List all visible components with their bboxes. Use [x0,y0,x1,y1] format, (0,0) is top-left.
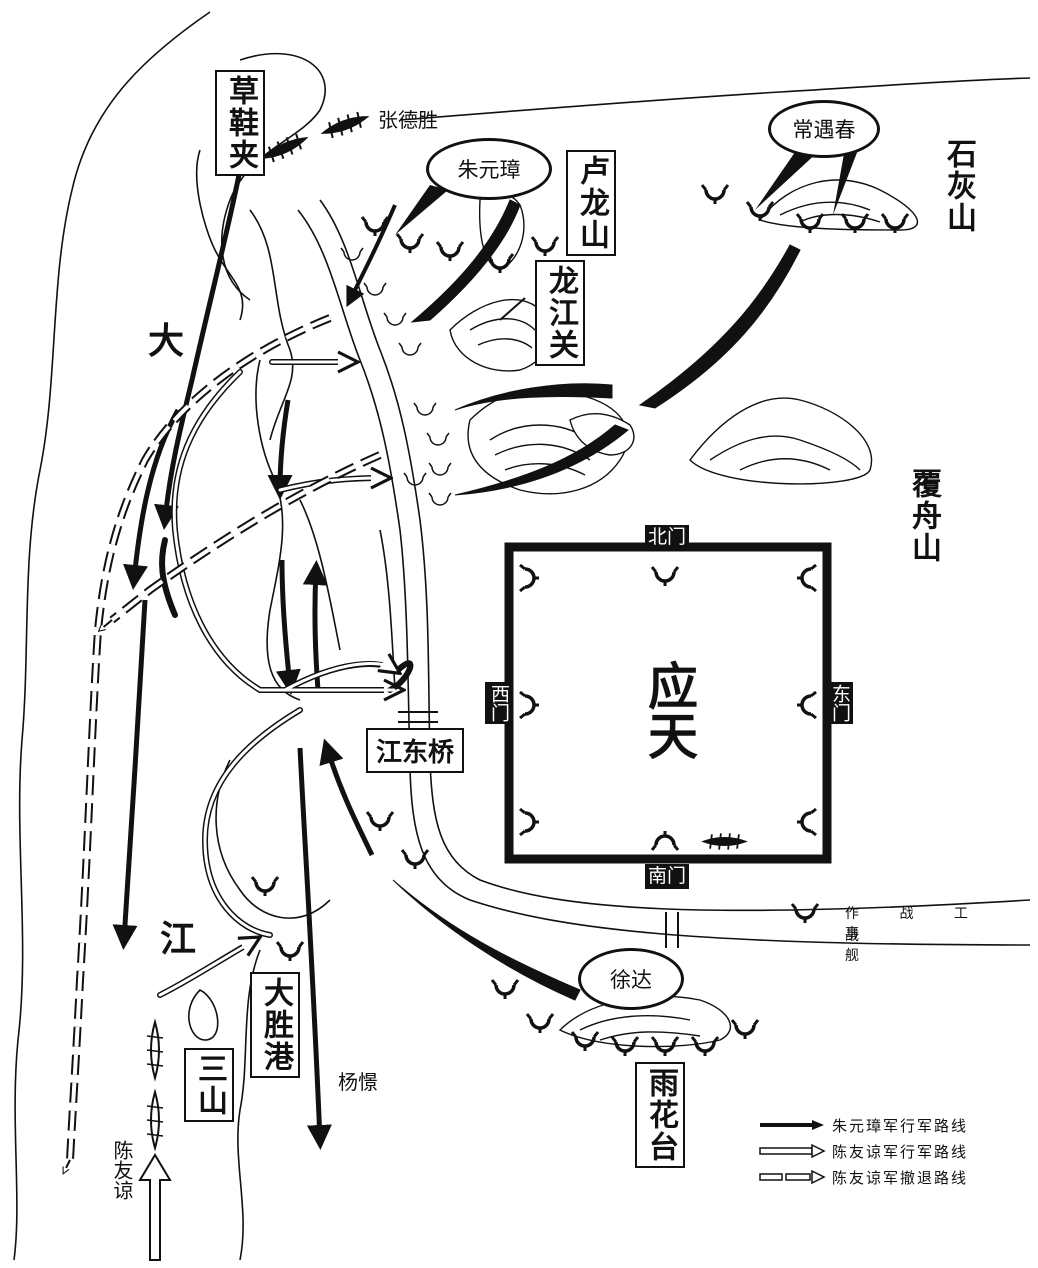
legend-item-chen: 陈友谅军行军路线 [758,1138,1020,1164]
legend-label: 朱元璋军行军路线 [832,1116,969,1135]
gate-north: 北门 [645,525,690,550]
legend-frame [708,1104,1030,1186]
label-longjiangguan: 龙江关 [535,260,585,366]
chen-fleet [138,1021,172,1261]
legend-label: 陈友谅军撤退路线 [832,1168,969,1187]
label-zhang-desheng: 张德胜 [378,108,438,132]
pass-marker [499,297,526,321]
legend-hollow-arrow-icon [759,1144,826,1158]
river-banks [13,11,1031,1261]
label-caoxiejia: 草鞋夹 [215,70,265,176]
label-yuhuatai: 雨花台 [635,1062,685,1168]
label-fuzhoushan: 覆舟山 [906,468,941,564]
legend-dashed-arrow-icon [759,1170,826,1184]
city-name: 应天 [640,660,698,760]
gate-south: 南门 [645,864,690,889]
commander-xu-da: 徐达 [578,948,684,1010]
key-fortification: 作 战 工 事 [845,906,986,942]
commander-tails [395,145,858,235]
chen-army-routes-inner [158,360,396,997]
legend-item-chen-retreat: 陈友谅军撤退路线 [758,1164,1020,1190]
commander-zhu-yuanzhang: 朱元璋 [426,138,552,200]
bridges [398,711,679,948]
label-sanshan: 三山 [184,1048,234,1122]
legend-label: 陈友谅军行军路线 [832,1142,969,1161]
commander-name: 常遇春 [792,118,856,142]
legend: 朱元璋军行军路线 陈友谅军行军路线 陈友谅军撤退路线 [758,1112,1020,1190]
commander-chang-yuchun: 常遇春 [768,100,880,158]
label-yang-jing: 杨憬 [338,1070,378,1094]
chen-retreat-routes [64,314,382,1172]
legend-solid-arrow-icon [760,1120,824,1130]
commander-name: 徐达 [610,968,652,992]
label-dashenggang: 大胜港 [250,972,300,1078]
gate-east: 东门 [826,682,853,724]
legend-item-zhu: 朱元璋军行军路线 [758,1112,1020,1138]
commander-name: 朱元璋 [457,158,521,182]
label-lulongshan: 卢龙山 [566,150,616,256]
zhu-army-routes [112,169,801,1150]
label-shihuishan: 石灰山 [941,138,976,234]
gate-west: 西门 [485,682,512,724]
key-warship: 战 舰 [845,928,999,964]
label-jiangdongqiao: 江东桥 [366,728,465,773]
label-chen-youliang: 陈友谅 [110,1140,134,1200]
label-river-jiang: 江 [160,919,197,960]
label-river-da: 大 [148,321,185,362]
